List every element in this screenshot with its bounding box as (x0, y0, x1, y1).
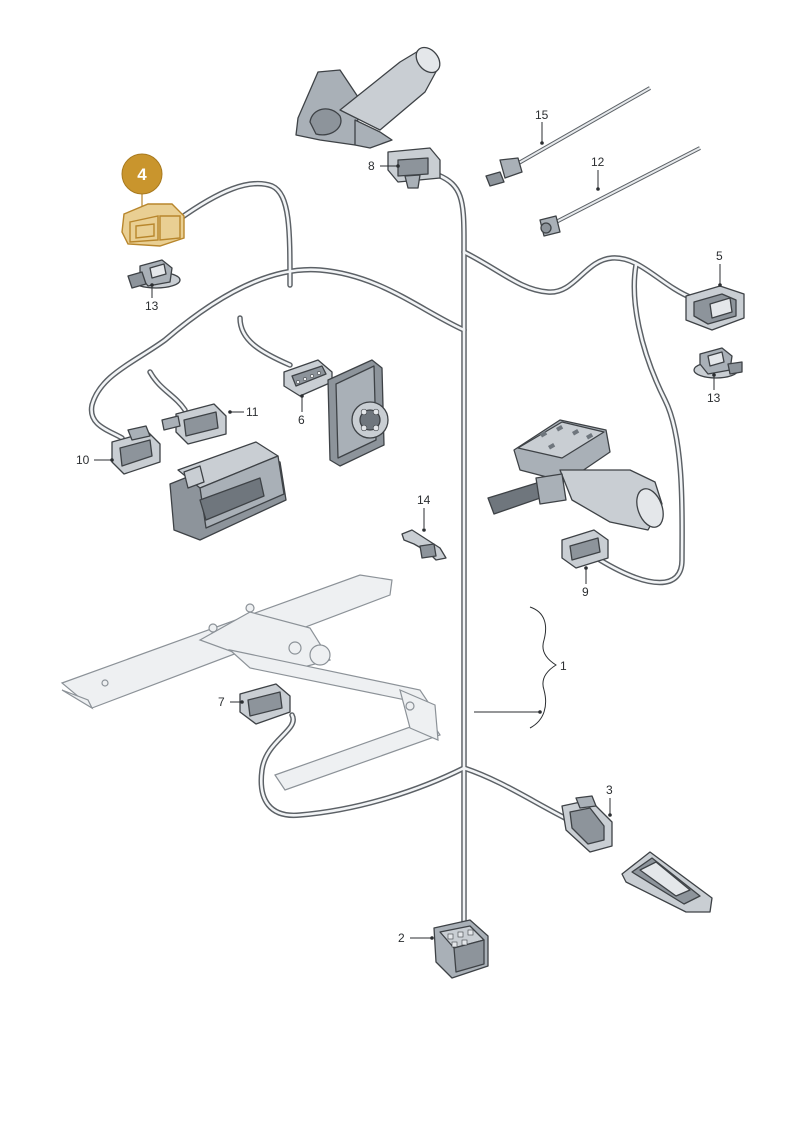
callout-5: 5 (716, 249, 723, 263)
connector-8 (387, 147, 441, 189)
connector-2 (433, 919, 489, 979)
clip-14 (401, 529, 447, 561)
callout-13-left: 13 (145, 299, 159, 313)
wire-core (90, 173, 694, 942)
callout-7: 7 (218, 695, 225, 709)
seat-motor-top (295, 46, 441, 149)
connector-10 (111, 425, 161, 475)
connector-4-highlighted (121, 203, 185, 247)
socket-plate (327, 359, 389, 467)
connector-11 (161, 403, 227, 445)
highlight-badge-4: 4 (121, 153, 163, 206)
control-module (169, 441, 287, 541)
connector-9 (561, 529, 609, 569)
connector-5 (685, 285, 745, 331)
bracket-13-right (693, 347, 743, 379)
callout-9: 9 (582, 585, 589, 599)
callout-8: 8 (368, 159, 375, 173)
connector-7 (239, 683, 291, 725)
callout-1: 1 (560, 659, 567, 673)
callout-10: 10 (76, 453, 90, 467)
callout-6: 6 (298, 413, 305, 427)
highlight-badge-label: 4 (137, 165, 147, 184)
callout-2: 2 (398, 931, 405, 945)
callout-12: 12 (591, 155, 605, 169)
connector-3 (561, 795, 613, 853)
callout-labels: 15 12 8 5 13 13 11 6 10 14 9 1 7 3 2 (76, 108, 723, 945)
callout-14: 14 (417, 493, 431, 507)
seat-frame-rails (60, 574, 441, 791)
connector-6 (283, 359, 333, 397)
leader-lines (94, 122, 722, 940)
callout-3: 3 (606, 783, 613, 797)
cable-tie-15 (485, 86, 651, 187)
seat-motor-right (487, 419, 664, 531)
courtesy-lamp (621, 851, 713, 913)
harness-wires (88, 172, 695, 943)
bracket-13-left (127, 259, 181, 289)
callout-11: 11 (246, 405, 259, 419)
callout-13-right: 13 (707, 391, 721, 405)
cable-tie-12 (539, 146, 701, 237)
callout-15: 15 (535, 108, 549, 122)
